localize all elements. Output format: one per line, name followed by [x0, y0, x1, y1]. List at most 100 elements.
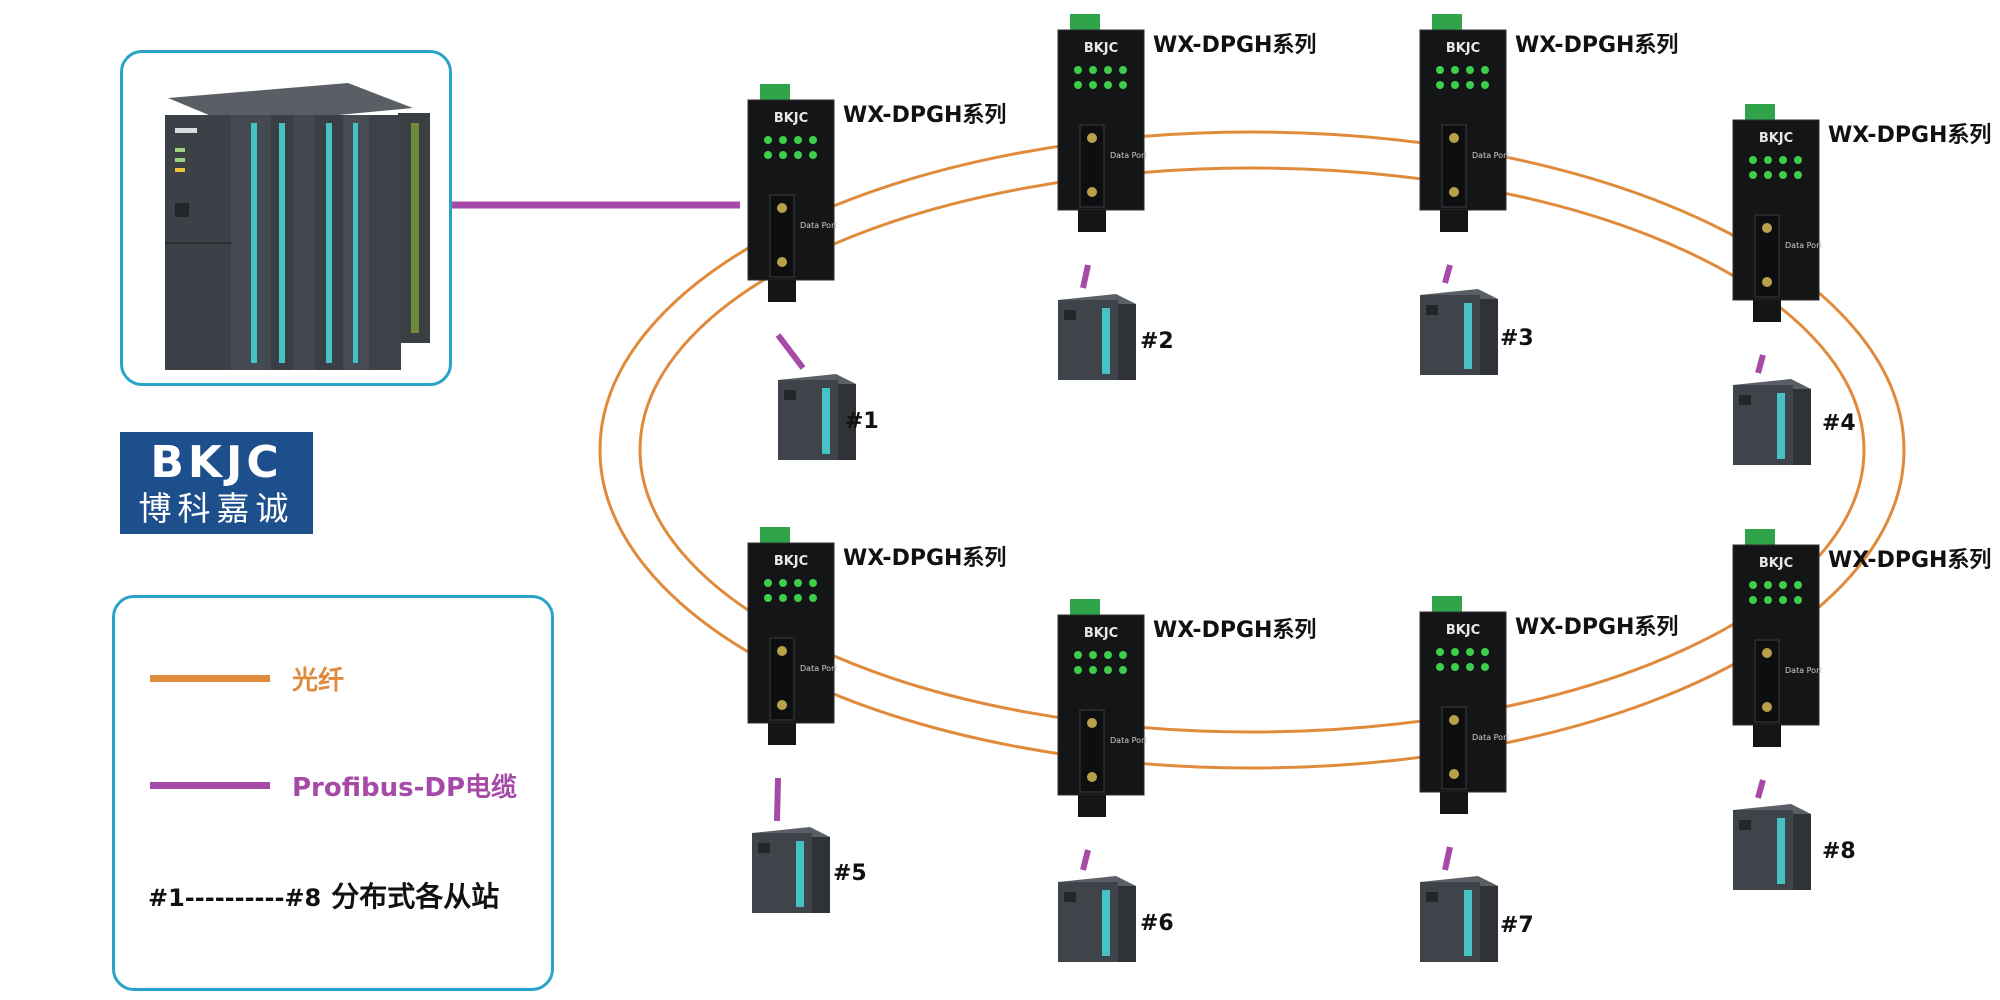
- device-label: WX-DPGH系列: [1515, 615, 1678, 640]
- cable-clamp: [1440, 792, 1468, 814]
- status-led: [809, 151, 817, 159]
- port-screw: [777, 257, 787, 267]
- brand-name: 博科嘉诚: [138, 489, 295, 528]
- slave-strip: [822, 388, 830, 454]
- brand-mark: BKJC: [150, 437, 283, 488]
- terminal-block: [760, 527, 790, 543]
- status-led: [1089, 666, 1097, 674]
- status-led: [1466, 81, 1474, 89]
- slave-strip: [1102, 890, 1110, 956]
- status-led: [1481, 648, 1489, 656]
- slave-station-icon: [1420, 289, 1498, 375]
- status-led: [1794, 171, 1802, 179]
- status-led: [1089, 81, 1097, 89]
- status-led: [1074, 651, 1082, 659]
- terminal-block: [1745, 529, 1775, 545]
- status-led: [1764, 156, 1772, 164]
- port-screw: [777, 203, 787, 213]
- repeater-device-icon: BKJC Data Port: [1419, 14, 1510, 232]
- terminal-block: [1070, 14, 1100, 30]
- slave-label: #2: [1140, 329, 1174, 354]
- device-label: WX-DPGH系列: [1153, 618, 1316, 643]
- cable-clamp: [1753, 725, 1781, 747]
- slave-station-icon: [1733, 379, 1811, 465]
- port-text: Data Port: [1472, 151, 1510, 160]
- node-cable: [1755, 354, 1766, 374]
- status-led: [1779, 596, 1787, 604]
- slave-strip: [1102, 308, 1110, 374]
- status-led: [1451, 81, 1459, 89]
- device-logo: BKJC: [1446, 623, 1480, 638]
- repeater-device-icon: BKJC Data Port: [1057, 599, 1148, 817]
- status-led: [1436, 81, 1444, 89]
- node-cable: [1080, 264, 1091, 289]
- device-logo: BKJC: [1759, 131, 1793, 146]
- status-led: [1074, 81, 1082, 89]
- device-logo: BKJC: [774, 554, 808, 569]
- status-led: [1466, 66, 1474, 74]
- status-led: [1451, 663, 1459, 671]
- device-logo: BKJC: [1084, 626, 1118, 641]
- status-led: [1764, 581, 1772, 589]
- port-text: Data Port: [1110, 736, 1148, 745]
- status-led: [1481, 663, 1489, 671]
- terminal-block: [1070, 599, 1100, 615]
- status-led: [794, 136, 802, 144]
- port-screw: [777, 646, 787, 656]
- fiber-swatch: [150, 675, 270, 682]
- cable-clamp: [768, 280, 796, 302]
- port-screw: [1087, 187, 1097, 197]
- slaves-range: #1----------#8: [148, 884, 322, 912]
- status-led: [764, 579, 772, 587]
- status-led: [1074, 666, 1082, 674]
- node-cable: [1080, 849, 1091, 871]
- device-logo: BKJC: [1446, 41, 1480, 56]
- status-led: [1779, 156, 1787, 164]
- status-led: [1749, 156, 1757, 164]
- status-led: [1436, 66, 1444, 74]
- port-screw: [1087, 772, 1097, 782]
- cable-clamp: [1078, 795, 1106, 817]
- slave-strip: [1464, 890, 1472, 956]
- slave-port: [1739, 820, 1751, 830]
- fiber-label: 光纤: [292, 666, 345, 696]
- legend-fiber: 光纤: [150, 660, 344, 697]
- device-label: WX-DPGH系列: [1153, 33, 1316, 58]
- port-text: Data Port: [1785, 666, 1823, 675]
- slave-station-icon: [752, 827, 830, 913]
- port-screw: [1449, 715, 1459, 725]
- status-led: [1104, 81, 1112, 89]
- status-led: [809, 594, 817, 602]
- status-led: [1749, 171, 1757, 179]
- status-led: [1794, 156, 1802, 164]
- slave-side: [1118, 886, 1136, 962]
- port-screw: [1449, 769, 1459, 779]
- device-label: WX-DPGH系列: [1828, 548, 1991, 573]
- slave-side: [812, 837, 830, 913]
- status-led: [809, 579, 817, 587]
- status-led: [1466, 663, 1474, 671]
- port-screw: [1762, 648, 1772, 658]
- slave-label: #5: [833, 861, 867, 886]
- slave-port: [1739, 395, 1751, 405]
- slave-port: [758, 843, 770, 853]
- slave-station-icon: [1058, 294, 1136, 380]
- slave-side: [1480, 299, 1498, 375]
- terminal-block: [760, 84, 790, 100]
- slave-label: #1: [845, 409, 879, 434]
- status-led: [1451, 648, 1459, 656]
- status-led: [779, 151, 787, 159]
- status-led: [1104, 666, 1112, 674]
- node-cable: [774, 777, 781, 822]
- status-led: [1119, 81, 1127, 89]
- status-led: [1481, 66, 1489, 74]
